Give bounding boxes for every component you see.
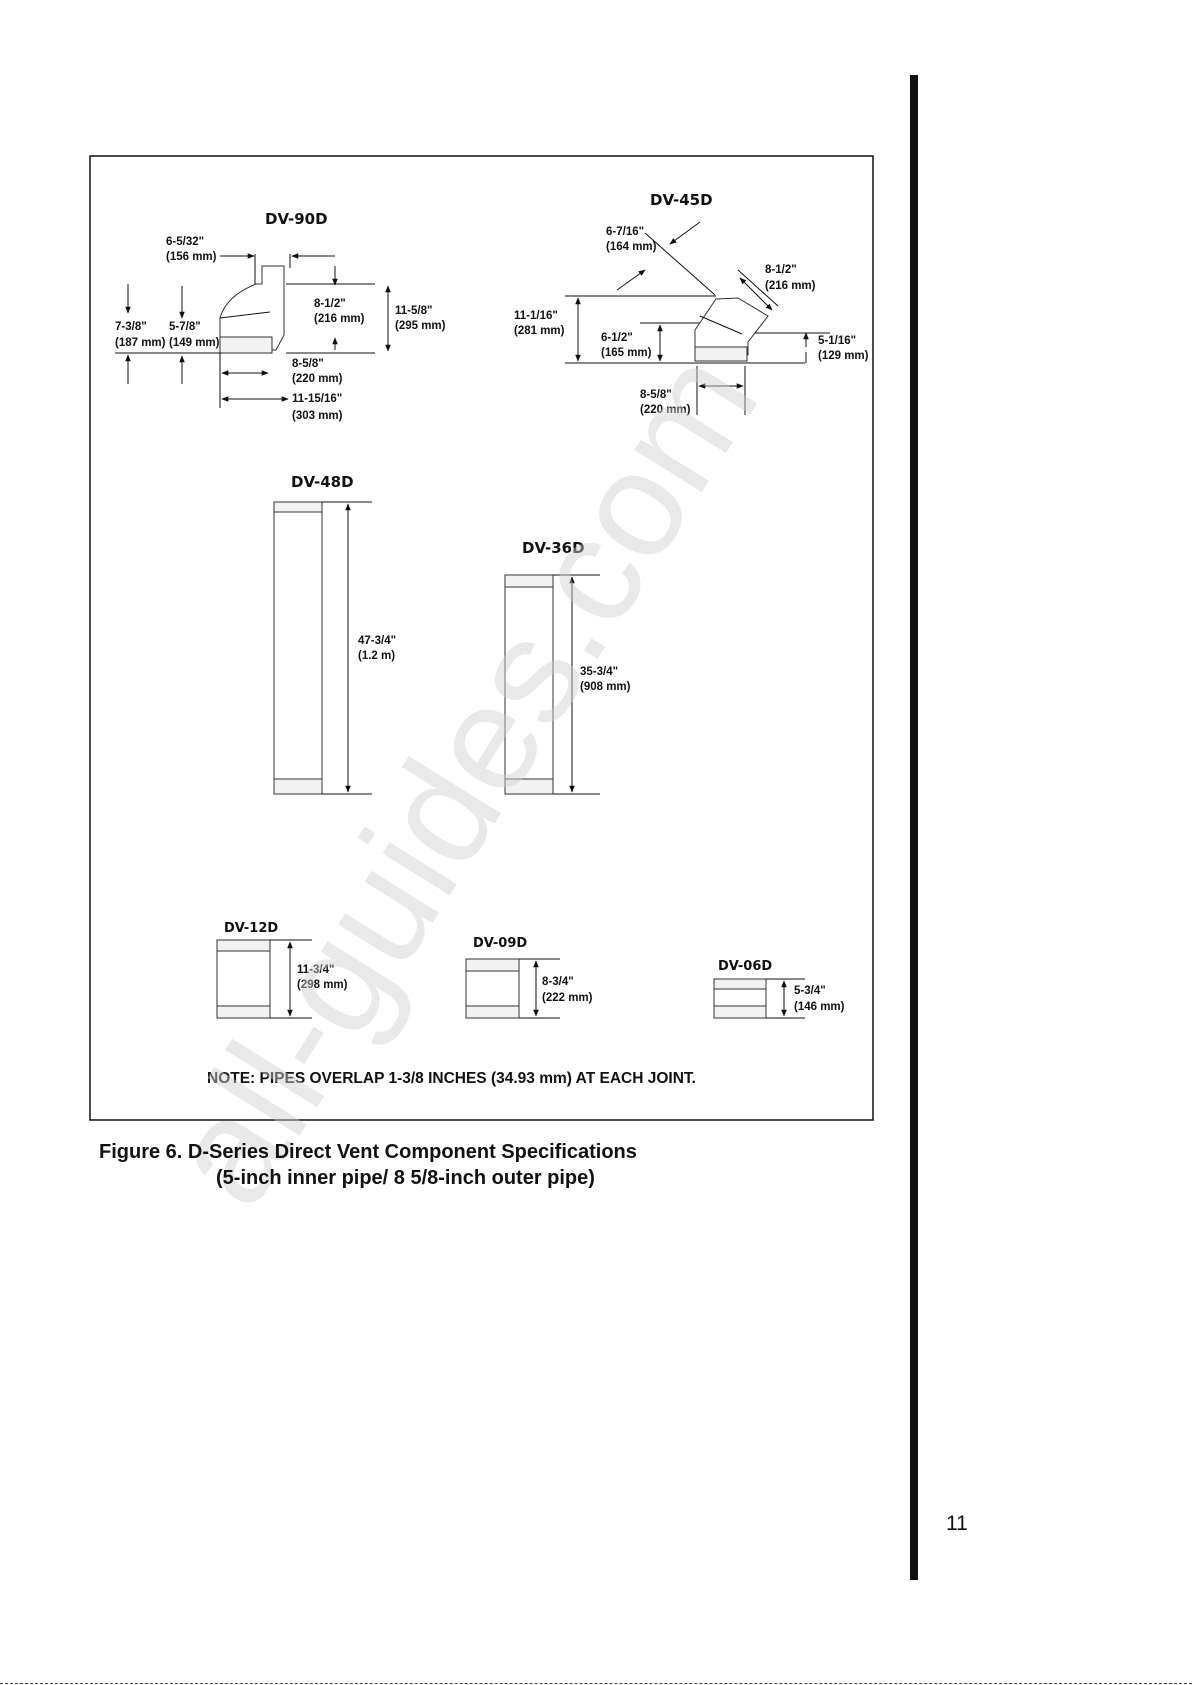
dv-90d-label: 11-5/8" (395, 305, 432, 317)
dv-48d-label: 47-3/4" (358, 635, 396, 647)
dv-48d-pipe: DV-48D 47-3/4" (1.2 m) (273, 473, 396, 795)
dv-12d-label: (298 mm) (297, 979, 348, 991)
dv-36d-pipe: DV-36D 35-3/4" (908 mm) (504, 539, 631, 795)
dv-06d-pipe: DV-06D 5-3/4" (146 mm) (713, 959, 845, 1019)
dv-90d-collar (219, 336, 273, 354)
dv-09d-label: 8-3/4" (542, 976, 574, 988)
dv-90d-label: (156 mm) (166, 251, 217, 263)
dv-45d-label: (216 mm) (765, 280, 816, 292)
margin-bar (910, 75, 918, 1580)
dv-90d-label: (295 mm) (395, 320, 446, 332)
dv-90d-label: 11-15/16" (292, 393, 342, 405)
dv-90d-body (219, 265, 285, 351)
dv-36d-label: 35-3/4" (580, 666, 618, 678)
page-bottom-rule (0, 1683, 1192, 1684)
dv-09d-pipe: DV-09D 8-3/4" (222 mm) (465, 936, 593, 1019)
dv-90d-elbow: DV-90D 6-5/32" (156 mm) 8-1/2" (216 mm) … (115, 210, 446, 422)
dv-45d-collar (694, 346, 748, 362)
dv-90d-label: (303 mm) (292, 410, 343, 422)
dv-48d-title: DV-48D (291, 473, 354, 491)
dv-45d-label: (165 mm) (601, 347, 652, 359)
caption-line-2: (5-inch inner pipe/ 8 5/8-inch outer pip… (216, 1167, 595, 1189)
dv-45d-label: 8-1/2" (765, 264, 797, 276)
dv-45d-label: (281 mm) (514, 325, 565, 337)
dv-48d-label: (1.2 m) (358, 650, 395, 662)
dv-06d-title: DV-06D (718, 959, 772, 974)
dv-09d-label: (222 mm) (542, 992, 593, 1004)
dv-90d-label: 5-7/8" (169, 321, 201, 333)
dv-45d-label: 8-5/8" (640, 389, 672, 401)
dv-36d-title: DV-36D (522, 539, 585, 557)
dv-12d-label: 11-3/4" (297, 964, 334, 976)
dv-06d-label: 5-3/4" (794, 985, 826, 997)
dv-90d-label: 7-3/8" (115, 321, 147, 333)
dv-90d-label: (216 mm) (314, 313, 365, 325)
dv-36d-label: (908 mm) (580, 681, 631, 693)
dv-90d-label: 8-1/2" (314, 298, 346, 310)
dv-45d-elbow: DV-45D 6-7/16" (164 mm) 8-1/2" (216 mm) … (514, 191, 869, 416)
dv-45d-label: (129 mm) (818, 350, 869, 362)
dv-09d-title: DV-09D (473, 936, 527, 951)
page-number: 11 (946, 1512, 968, 1535)
dv-90d-label: (149 mm) (169, 337, 220, 349)
dv-90d-label: (187 mm) (115, 337, 166, 349)
dv-06d-label: (146 mm) (794, 1001, 845, 1013)
dv-45d-label: 5-1/16" (818, 335, 856, 347)
dv-90d-label: 6-5/32" (166, 236, 204, 248)
dv-90d-label: 8-5/8" (292, 358, 324, 370)
dv-90d-title: DV-90D (265, 210, 328, 228)
figure-caption: Figure 6. D-Series Direct Vent Component… (99, 1139, 637, 1191)
dv-12d-pipe: DV-12D 11-3/4" (298 mm) (216, 921, 348, 1019)
caption-line-1: Figure 6. D-Series Direct Vent Component… (99, 1141, 637, 1163)
figure-note: NOTE: PIPES OVERLAP 1-3/8 INCHES (34.93 … (207, 1070, 696, 1087)
dv-45d-label: 6-7/16" (606, 226, 644, 238)
dv-90d-label: (220 mm) (292, 373, 343, 385)
dv-45d-label: 11-1/16" (514, 310, 558, 322)
dv-12d-title: DV-12D (224, 921, 278, 936)
dv-45d-label: 6-1/2" (601, 332, 633, 344)
dv-45d-label: (164 mm) (606, 241, 657, 253)
dv-45d-title: DV-45D (650, 191, 713, 209)
dv-45d-label: (220 mm) (640, 404, 691, 416)
